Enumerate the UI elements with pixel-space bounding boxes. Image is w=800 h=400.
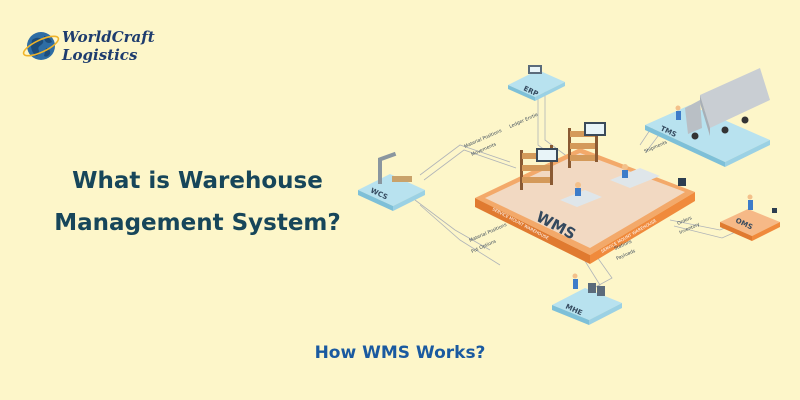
globe-icon — [22, 32, 60, 60]
barrel-icon — [588, 283, 596, 293]
barrel-icon — [597, 286, 605, 296]
robot-arm-icon — [378, 151, 412, 184]
brand-name-line2: Logistics — [62, 46, 138, 64]
badge-icon — [678, 178, 686, 186]
node-wcs: WCS — [358, 151, 425, 211]
node-erp: ERP — [508, 65, 565, 101]
brand-name-line1: WorldCraft — [62, 28, 155, 46]
node-mhe: MHE — [552, 273, 622, 325]
truck-icon — [685, 68, 770, 140]
node-tms: TMS — [645, 68, 770, 167]
subtitle: How WMS Works? — [314, 343, 486, 363]
page-title-line1: What is Warehouse — [72, 168, 323, 194]
flow-label: Shipments — [643, 139, 668, 155]
flow-label: Material Positions — [468, 222, 508, 244]
page-title: What is Warehouse Management System? — [20, 160, 375, 244]
wms-diagram: WMS SERVICE MOUNT WAREHOUSE SERVICE MOUN… — [358, 65, 780, 325]
flow-label: Ledger Enrtie — [508, 112, 539, 130]
brand-logo: WorldCraft Logistics — [22, 26, 162, 74]
node-oms: OMS — [720, 194, 780, 241]
flow-label: Material Positions — [463, 128, 503, 150]
page-title-line2: Management System? — [54, 210, 341, 236]
